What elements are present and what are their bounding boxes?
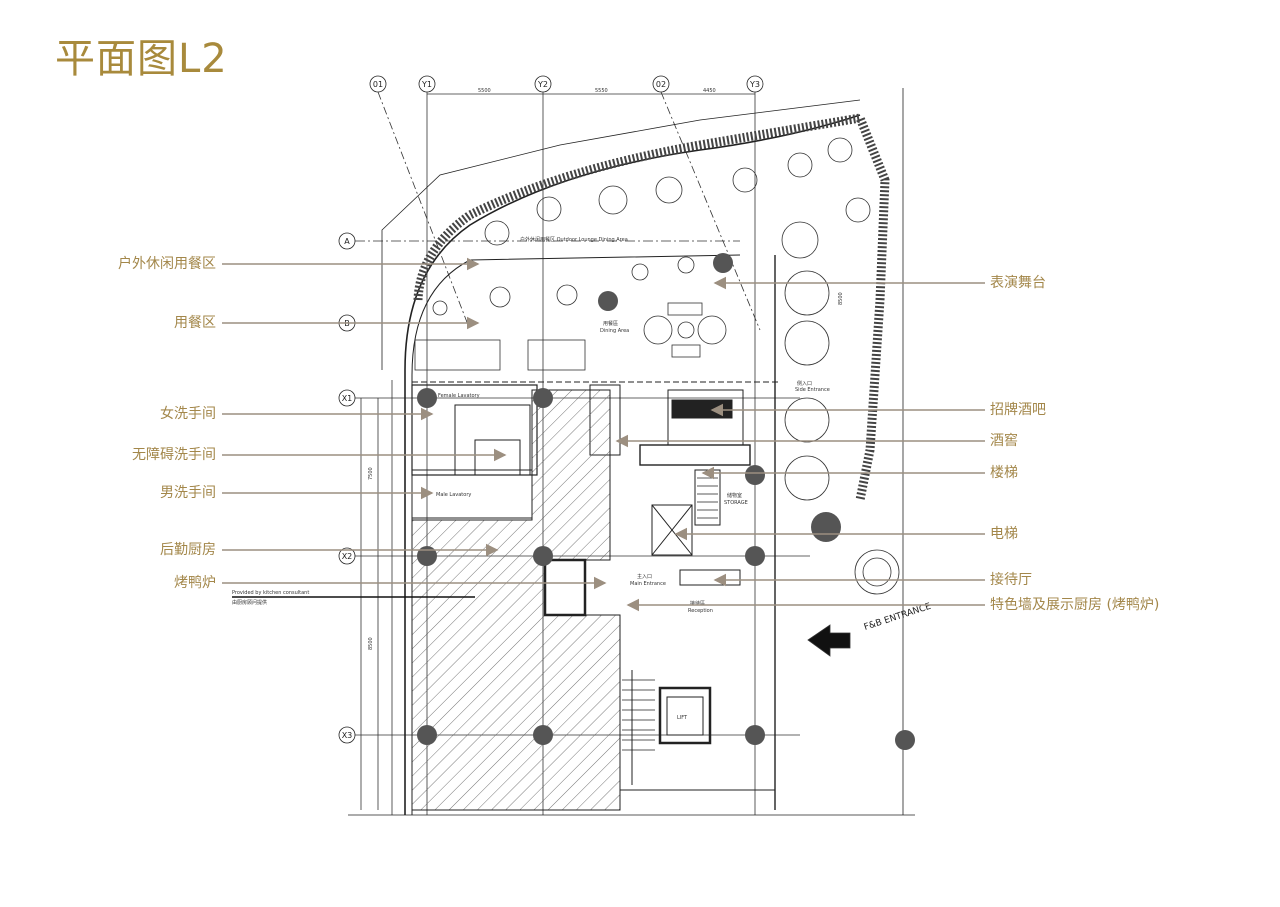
label-back-kitchen: 后勤厨房 xyxy=(160,542,216,558)
label-accessible-lavatory: 无障碍洗手间 xyxy=(132,447,216,463)
plan-text-main-cn: 主入口 xyxy=(637,573,652,580)
grid-bubbles xyxy=(338,75,764,744)
dimension: 4450 xyxy=(703,88,716,94)
plan-text-lift: LIFT xyxy=(677,715,688,721)
grid-label: X1 xyxy=(342,394,353,403)
grid-label: A xyxy=(344,237,350,246)
label-signature-bar: 招牌酒吧 xyxy=(990,402,1046,418)
label-outdoor-dining: 户外休闲用餐区 xyxy=(118,256,216,272)
label-elevator: 电梯 xyxy=(990,526,1018,542)
dimension: 8500 xyxy=(368,637,374,650)
dimension: 8500 xyxy=(838,292,844,305)
label-feature-wall-show-kitchen: 特色墙及展示厨房 (烤鸭炉) xyxy=(990,597,1160,613)
plan-text-reception-cn: 接待區 xyxy=(690,600,705,607)
label-stairs: 楼梯 xyxy=(990,465,1018,481)
grid-label: X2 xyxy=(342,552,353,561)
plan-text-outdoor: 户外休闲用餐区 Outdoor Lounge Dining Area xyxy=(520,236,628,243)
grid-label: 01 xyxy=(373,80,383,89)
label-reception: 接待厅 xyxy=(990,572,1032,588)
plan-text-reception-en: Reception xyxy=(688,608,713,614)
back-kitchen-hatch xyxy=(411,389,621,811)
dimension: 5550 xyxy=(595,88,608,94)
grid-label: Y1 xyxy=(421,80,432,89)
label-male-lavatory: 男洗手间 xyxy=(160,485,216,501)
label-stage: 表演舞台 xyxy=(990,275,1046,291)
kitchen-note-en: Provided by kitchen consultant xyxy=(232,590,309,596)
plan-text-main-en: Main Entrance xyxy=(630,581,666,587)
plan-text-dining-en: Dining Area xyxy=(600,328,629,334)
label-female-lavatory: 女洗手间 xyxy=(160,406,216,422)
dimension: 5500 xyxy=(478,88,491,94)
furniture xyxy=(414,137,900,657)
dimension: 7500 xyxy=(368,467,374,480)
plan-text-dining-cn: 用餐區 xyxy=(603,320,618,327)
plan-text-fb-entrance: F&B ENTRANCE xyxy=(863,602,933,633)
grid-label: X3 xyxy=(342,731,353,740)
grid-label: 02 xyxy=(656,80,666,89)
label-duck-oven: 烤鸭炉 xyxy=(174,575,216,591)
plan-text-male: Male Lavatory xyxy=(436,492,471,498)
label-wine-cellar: 酒窖 xyxy=(990,433,1018,449)
plan-text-female: Female Lavatory xyxy=(438,393,480,399)
page-title: 平面图L2 xyxy=(55,36,228,82)
plan-text-storage-cn: 储物室 xyxy=(727,492,742,499)
grid-label: Y3 xyxy=(749,80,760,89)
stair xyxy=(622,477,718,751)
plan-text-side-cn: 侧入口 xyxy=(797,380,812,387)
callout-lines xyxy=(222,257,985,612)
planter-path xyxy=(413,112,890,501)
grid-label: Y2 xyxy=(537,80,548,89)
plan-text-side-en: Side Entrance xyxy=(795,387,830,393)
plan-text-storage-en: STORAGE xyxy=(724,500,748,506)
kitchen-note-cn: 由厨房顾问提供 xyxy=(232,599,267,606)
label-dining-area: 用餐区 xyxy=(174,315,216,331)
